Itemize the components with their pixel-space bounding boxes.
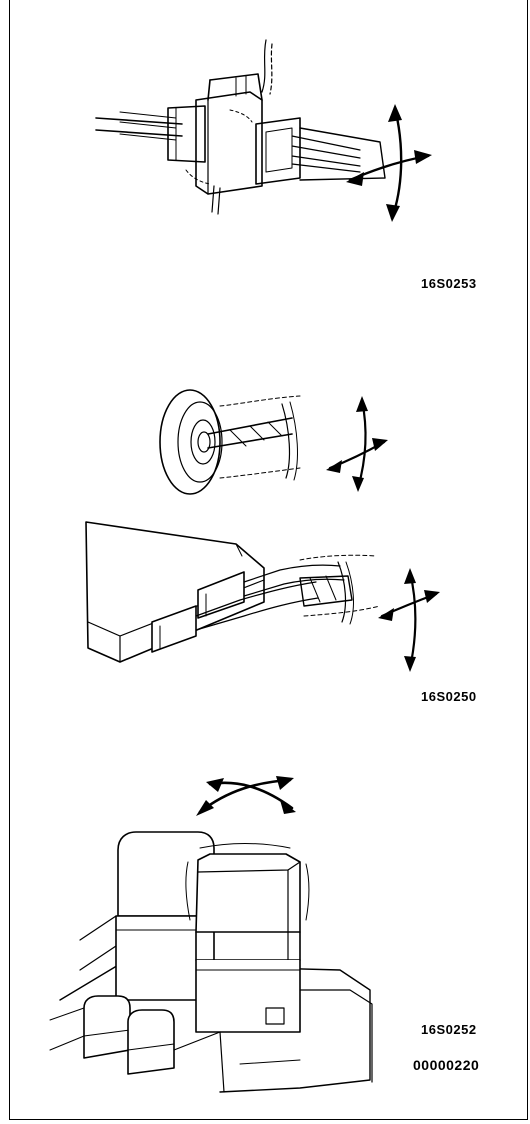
figure-connector-wiggle: 16S0253 — [0, 0, 530, 300]
connector-wiggle-illustration — [0, 0, 432, 222]
figure-code-16S0250: 16S0250 — [421, 689, 477, 704]
figure-code-16S0253: 16S0253 — [421, 276, 477, 291]
relay-box-illustration — [0, 776, 530, 1120]
figure-relay-wiggle: 16S0252 00000220 — [0, 720, 530, 1120]
figure-grommet-module-wiggle: 16S0250 — [0, 300, 530, 720]
figure-code-16S0252: 16S0252 — [421, 1022, 477, 1037]
page-frame — [9, 0, 528, 1120]
grommet-module-illustration — [0, 300, 440, 672]
page-code: 00000220 — [413, 1057, 480, 1073]
